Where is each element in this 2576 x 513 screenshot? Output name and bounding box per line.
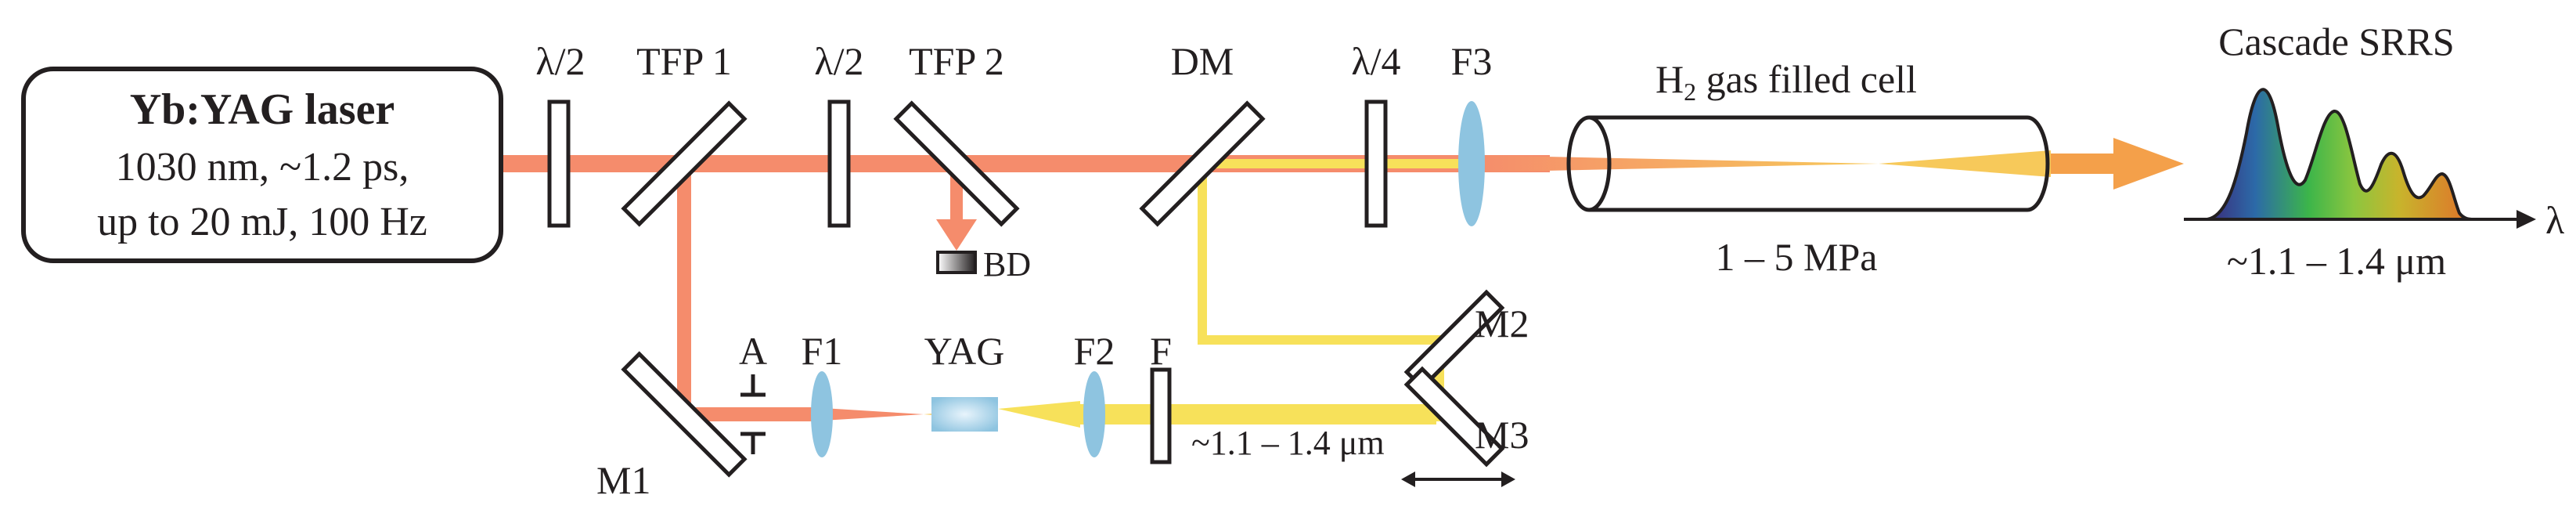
tfp2-label: TFP 2: [909, 39, 1004, 83]
quarter-wave-plate: λ/4: [1351, 39, 1401, 228]
output-title: Cascade SRRS: [2218, 20, 2454, 63]
laser-source-box: Yb:YAG laser 1030 nm, ~1.2 ps, up to 20 …: [21, 67, 503, 263]
yag-label: YAG: [924, 329, 1005, 373]
half-wave-plate-2: λ/2: [814, 39, 864, 228]
output-range: ~1.1 – 1.4 μm: [2227, 239, 2446, 283]
thin-film-polarizer-1: TFP 1: [621, 39, 748, 227]
cell-label: H2 gas filled cell: [1655, 57, 1917, 106]
srrs-spectrum: Cascade SRRS λ ~1.1 – 1.4 μm: [2184, 20, 2564, 283]
lens-f2: F2: [1074, 329, 1115, 457]
laser-spec-line1: 1030 nm, ~1.2 ps,: [116, 145, 409, 190]
branch-wavelength: ~1.1 – 1.4 μm: [1191, 424, 1385, 462]
bd-label: BD: [983, 245, 1031, 284]
h2-gas-cell: H2 gas filled cell 1 – 5 MPa: [1566, 57, 2050, 279]
focused-beam-cell: [1202, 150, 2051, 177]
lens-f1: F1: [802, 329, 843, 457]
output-arrow: [2051, 138, 2184, 190]
spectrum-axis-label: λ: [2545, 198, 2564, 242]
filter: F: [1150, 329, 1172, 464]
hwp1-label: λ/2: [535, 39, 585, 83]
translation-arrow: [1401, 471, 1515, 487]
f-label: F: [1150, 329, 1172, 373]
aperture: A: [739, 329, 767, 454]
beam-dump: BD: [936, 245, 1031, 284]
hwp2-label: λ/2: [814, 39, 863, 83]
m3-label: M3: [1475, 413, 1529, 457]
thin-film-polarizer-2: TFP 2: [893, 39, 1020, 227]
yag-crystal: YAG: [924, 329, 1005, 432]
m2-label: M2: [1475, 302, 1529, 345]
f3-label: F3: [1451, 39, 1493, 83]
raman-beam-path: [998, 168, 1446, 428]
spectrum-axis-arrow: [2517, 210, 2536, 229]
m1-label: M1: [596, 458, 650, 502]
spectrum-curve: [2207, 88, 2474, 221]
dm-label: DM: [1171, 39, 1234, 83]
qwp-label: λ/4: [1351, 39, 1400, 83]
dichroic-mirror: DM: [1139, 39, 1266, 227]
a-label: A: [739, 329, 767, 373]
half-wave-plate-1: λ/2: [535, 39, 585, 228]
cell-pressure: 1 – 5 MPa: [1716, 235, 1878, 279]
mirror-m1: M1: [596, 351, 748, 502]
tfp1-label: TFP 1: [636, 39, 732, 83]
f1-label: F1: [802, 329, 843, 373]
laser-title: Yb:YAG laser: [130, 85, 395, 134]
lens-f3: F3: [1451, 39, 1493, 226]
f2-label: F2: [1074, 329, 1115, 373]
laser-spec-line2: up to 20 mJ, 100 Hz: [97, 200, 427, 244]
mirror-m3: M3: [1403, 366, 1529, 468]
mirror-m2: M2: [1403, 289, 1529, 391]
